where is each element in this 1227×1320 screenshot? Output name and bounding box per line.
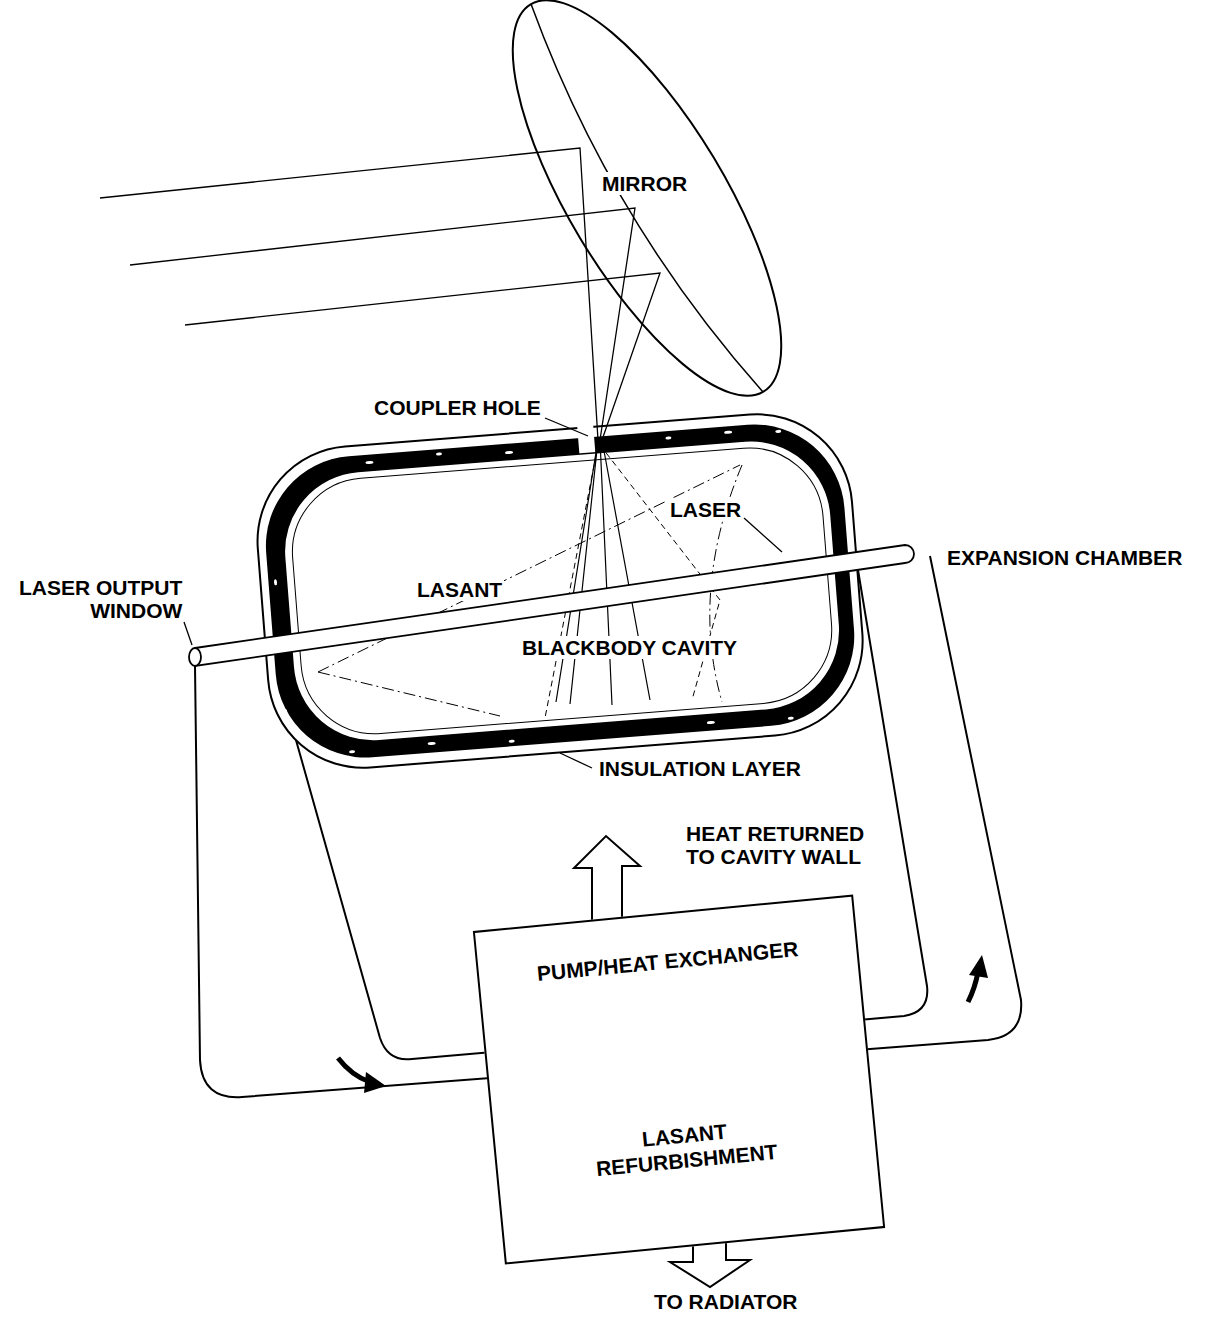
- part-label: LASER OUTPUT WINDOW: [6, 576, 184, 622]
- flow-arrow: [968, 972, 978, 1002]
- insulation-speckle: [788, 717, 794, 720]
- part-label: INSULATION LAYER: [597, 757, 803, 780]
- blackbody-cavity: [250, 404, 870, 775]
- mirror: [464, 0, 831, 432]
- insulation-speckle: [306, 465, 312, 468]
- blackbody-cavity: [250, 407, 869, 775]
- sun-rays: [130, 208, 635, 440]
- blackbody-cavity: [278, 435, 845, 747]
- part-label: MIRROR: [600, 172, 689, 195]
- part-label: TO RADIATOR: [652, 1290, 800, 1313]
- flow-arrow: [364, 1072, 386, 1093]
- lasant-tube: [189, 545, 914, 666]
- mirror: [531, 4, 763, 392]
- box-text: LASANT REFURBISHMENT: [579, 1112, 793, 1182]
- leader-line: [184, 418, 782, 768]
- leader-line: [184, 622, 192, 645]
- part-label: BLACKBODY CAVITY: [520, 636, 739, 659]
- flow-arrow: [338, 1058, 370, 1082]
- part-label: HEAT RETURNED TO CAVITY WALL: [684, 822, 883, 868]
- insulation-speckle: [365, 461, 373, 465]
- sun-rays: [185, 273, 660, 440]
- part-label: EXPANSION CHAMBER: [945, 546, 1184, 569]
- lasant-tube: [195, 545, 914, 666]
- insulation-speckle: [436, 452, 442, 455]
- leader-line: [545, 418, 588, 436]
- insulation-speckle: [724, 431, 732, 435]
- insulation-speckle: [349, 750, 355, 753]
- insulation-speckle: [428, 742, 436, 746]
- sun-rays: [100, 148, 660, 440]
- insulation-speckle: [284, 709, 287, 715]
- flow-arrow: [969, 955, 988, 978]
- box-text: PUMP/HEAT EXCHANGER: [536, 936, 799, 986]
- process-box: PUMP/HEAT EXCHANGER LASANT REFURBISHMENT: [473, 894, 885, 1264]
- insulation-speckle: [509, 740, 515, 743]
- mirror: [464, 0, 831, 432]
- part-label: LASER: [668, 498, 743, 521]
- part-label: LASANT: [415, 578, 504, 601]
- leader-line: [560, 753, 592, 768]
- insulation-speckle: [707, 721, 715, 725]
- leader-line: [744, 518, 782, 552]
- part-label: COUPLER HOLE: [372, 396, 543, 419]
- sun-rays: [100, 148, 598, 440]
- blackbody-cavity: [577, 424, 595, 456]
- insulation-speckle: [505, 451, 513, 455]
- insulation-speckle: [274, 579, 277, 585]
- insulation-speckle: [775, 430, 781, 433]
- blackbody-cavity: [287, 442, 837, 739]
- cavity-rays: [556, 440, 650, 705]
- blackbody-cavity: [259, 418, 861, 765]
- insulation-speckle: [665, 436, 671, 439]
- lasant-tube: [189, 648, 201, 666]
